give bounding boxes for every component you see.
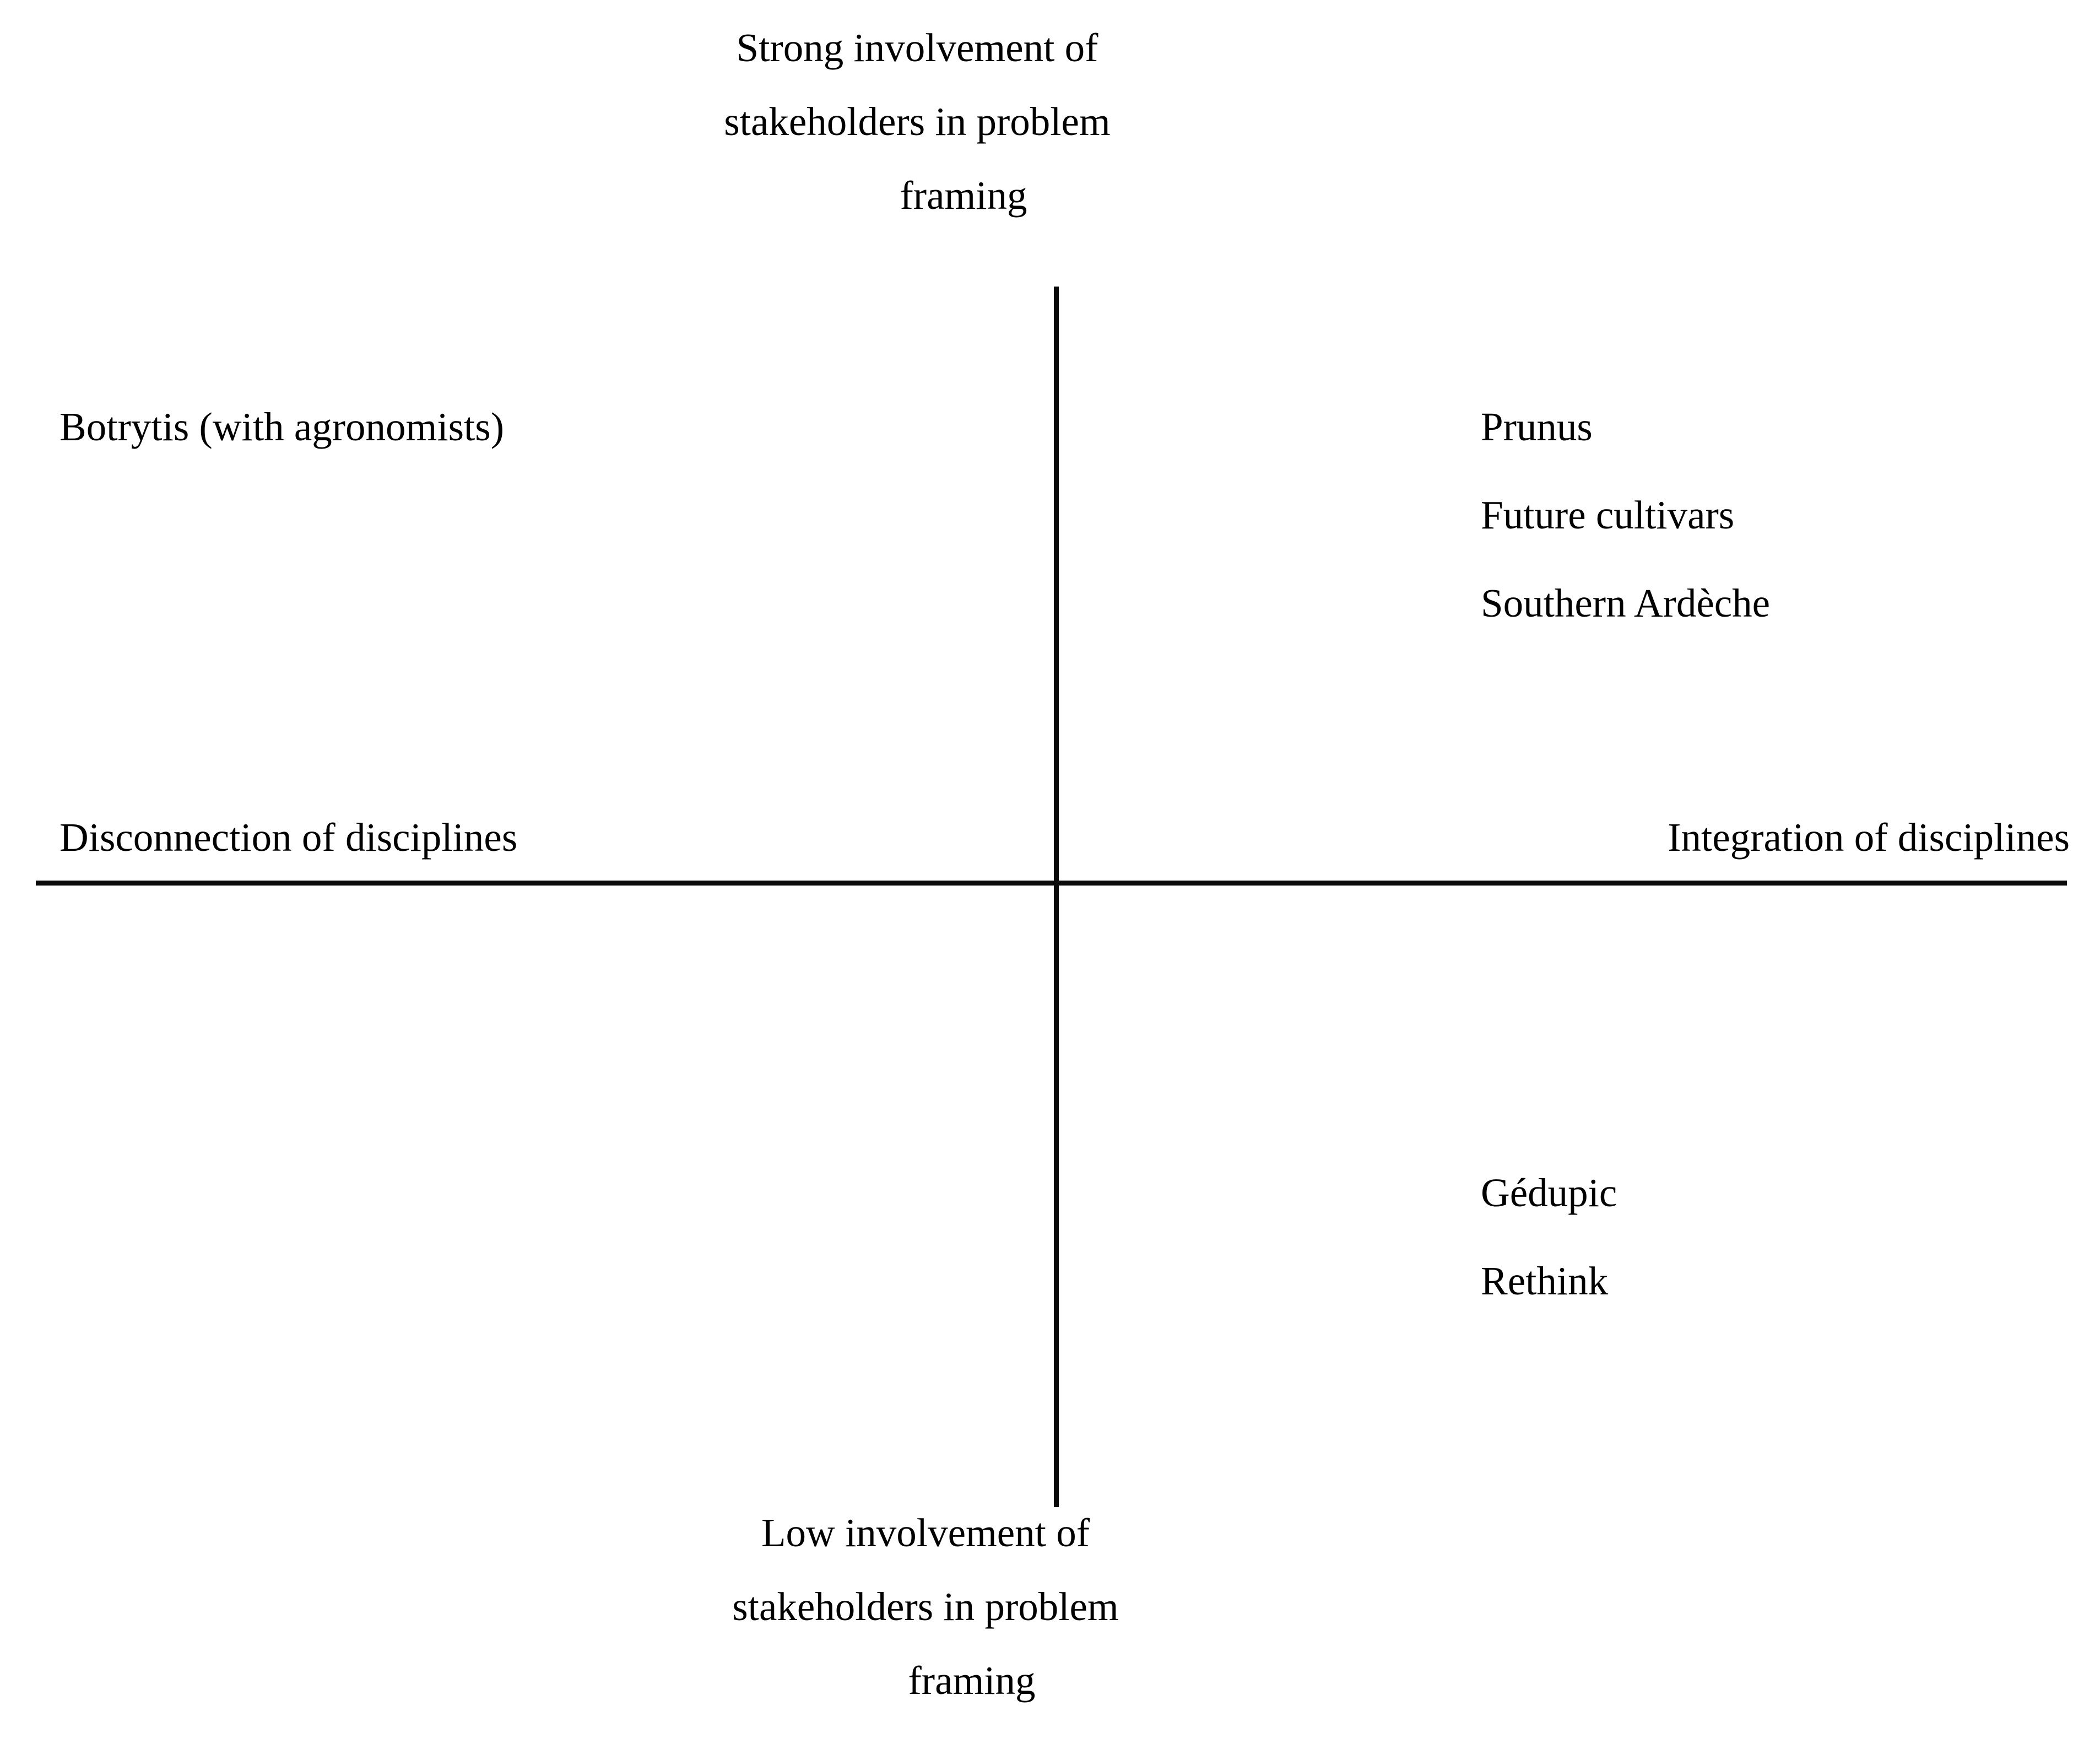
quadrant-item: Prunus [1481, 404, 1593, 449]
quadrant-item: Southern Ardèche [1481, 581, 1771, 625]
horizontal-axis-line [36, 881, 2067, 886]
quadrant-item: Future cultivars [1481, 493, 1735, 537]
quadrant-item: Gédupic [1481, 1170, 1617, 1215]
vertical-axis-line [1054, 287, 1059, 1507]
lower-right-quadrant-items: Gédupic Rethink [1481, 1149, 1617, 1325]
vertical-axis-top-pole-label: Strong involvement of stakeholders in pr… [609, 11, 1226, 233]
quadrant-item: Botrytis (with agronomists) [59, 404, 505, 449]
bottom-pole-line-1: Low involvement of [761, 1510, 1090, 1555]
horizontal-axis-left-pole-label: Disconnection of disciplines [59, 815, 518, 860]
upper-right-quadrant-items: Prunus Future cultivars Southern Ardèche [1481, 383, 1770, 647]
bottom-pole-line-2: stakeholders in problem [732, 1584, 1119, 1629]
top-pole-line-3: framing [900, 173, 1027, 218]
bottom-pole-line-3: framing [908, 1658, 1036, 1703]
vertical-axis-bottom-pole-label: Low involvement of stakeholders in probl… [617, 1496, 1234, 1718]
top-pole-line-2: stakeholders in problem [724, 99, 1111, 144]
quadrant-item: Rethink [1481, 1259, 1609, 1303]
horizontal-axis-right-pole-label: Integration of disciplines [1668, 815, 2070, 860]
upper-left-quadrant-items: Botrytis (with agronomists) [59, 383, 504, 471]
top-pole-line-1: Strong involvement of [736, 25, 1098, 70]
